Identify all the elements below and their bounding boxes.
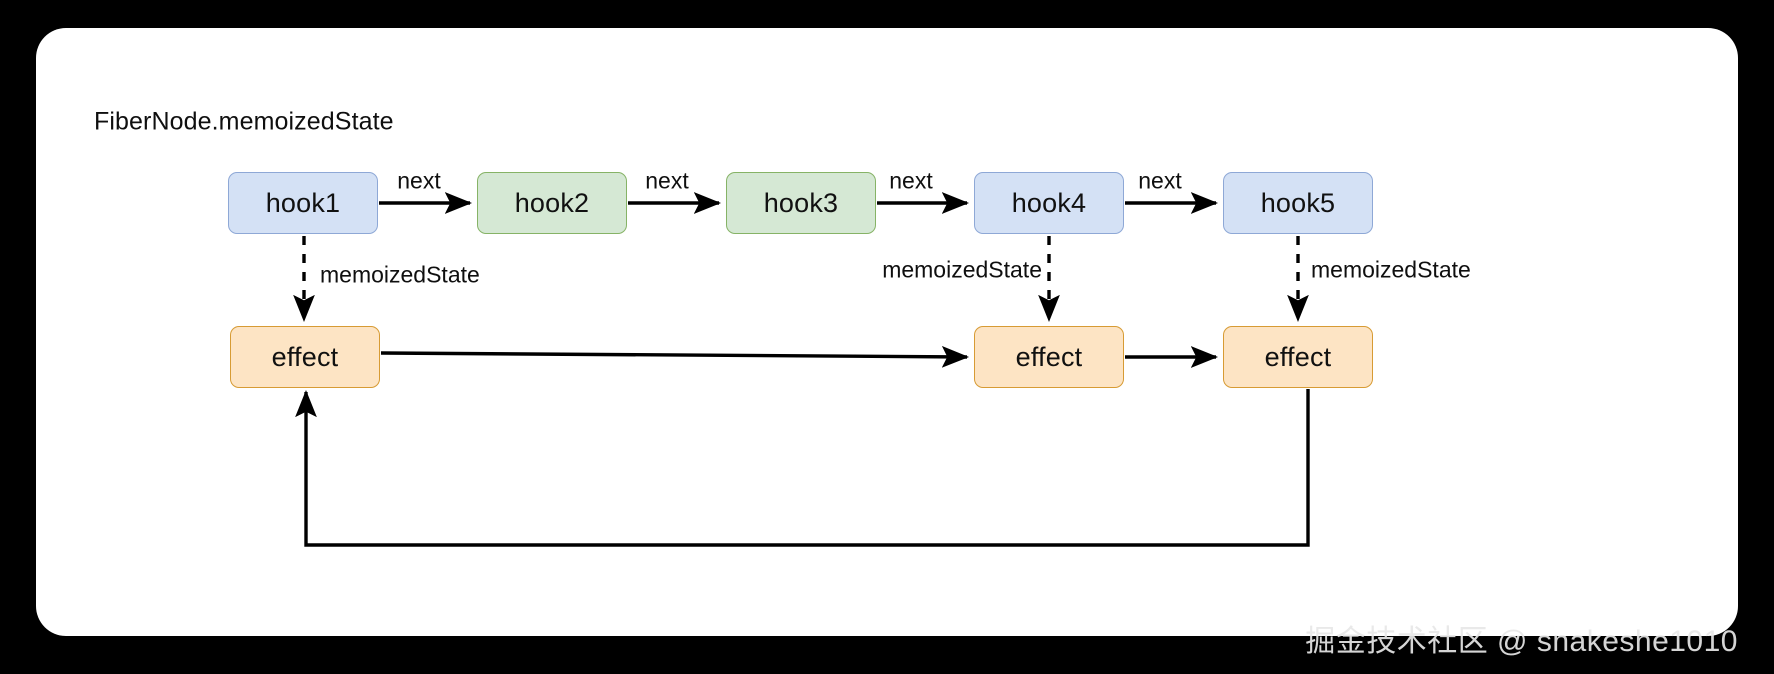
watermark: 掘金技术社区 @ snakeshe1010 (1305, 625, 1738, 658)
edge-label-next-4: next (1138, 167, 1182, 194)
node-hook1[interactable]: hook1 (228, 172, 378, 234)
node-hook4-label: hook4 (1011, 187, 1087, 218)
node-hook2-label: hook2 (514, 187, 590, 218)
edge-label-memoizedstate-1: memoizedState (320, 261, 480, 288)
node-hook5-label: hook5 (1260, 187, 1336, 218)
node-effect3[interactable]: effect (1223, 326, 1373, 388)
page-title: FiberNode.memoizedState (94, 107, 394, 136)
node-hook2[interactable]: hook2 (477, 172, 627, 234)
node-hook5[interactable]: hook5 (1223, 172, 1373, 234)
node-effect2-label: effect (1015, 341, 1083, 372)
node-effect1[interactable]: effect (230, 326, 380, 388)
edge-label-memoizedstate-3: memoizedState (1311, 256, 1471, 283)
edge-label-next-2: next (645, 167, 689, 194)
node-hook3-label: hook3 (763, 187, 839, 218)
node-hook3[interactable]: hook3 (726, 172, 876, 234)
edge-label-next-1: next (397, 167, 441, 194)
edge-label-memoizedstate-2: memoizedState (882, 256, 1042, 283)
edge-label-next-3: next (889, 167, 933, 194)
node-effect1-label: effect (271, 341, 339, 372)
node-effect3-label: effect (1264, 341, 1332, 372)
node-hook1-label: hook1 (265, 187, 341, 218)
node-effect2[interactable]: effect (974, 326, 1124, 388)
node-hook4[interactable]: hook4 (974, 172, 1124, 234)
